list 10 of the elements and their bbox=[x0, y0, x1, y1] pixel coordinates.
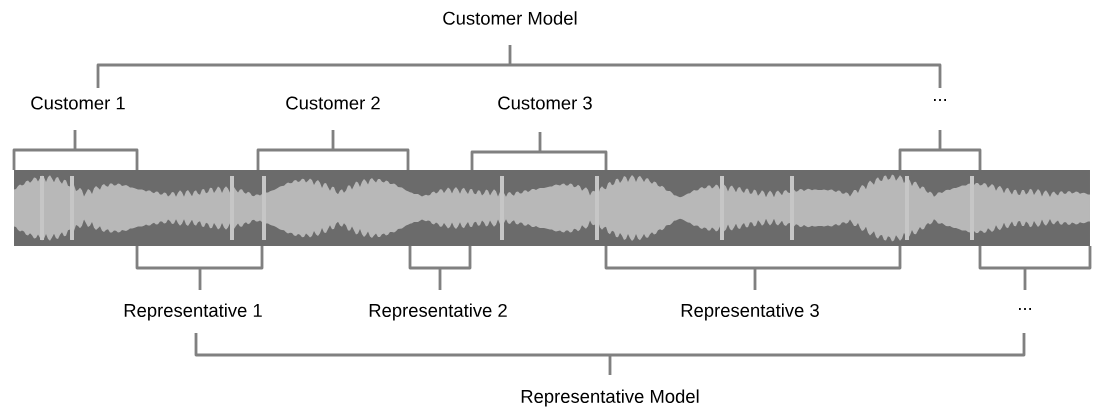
label: Customer Model bbox=[443, 11, 577, 25]
label: Representative Model bbox=[521, 389, 699, 407]
label: Representative 2 bbox=[369, 303, 507, 321]
label: Customer 2 bbox=[286, 96, 380, 110]
label: ... bbox=[934, 99, 946, 101]
label: Representative 1 bbox=[124, 303, 262, 321]
label: ... bbox=[1019, 308, 1031, 310]
label: Representative 3 bbox=[681, 303, 819, 321]
label: Customer 1 bbox=[31, 96, 125, 110]
label: Customer 3 bbox=[498, 96, 592, 110]
